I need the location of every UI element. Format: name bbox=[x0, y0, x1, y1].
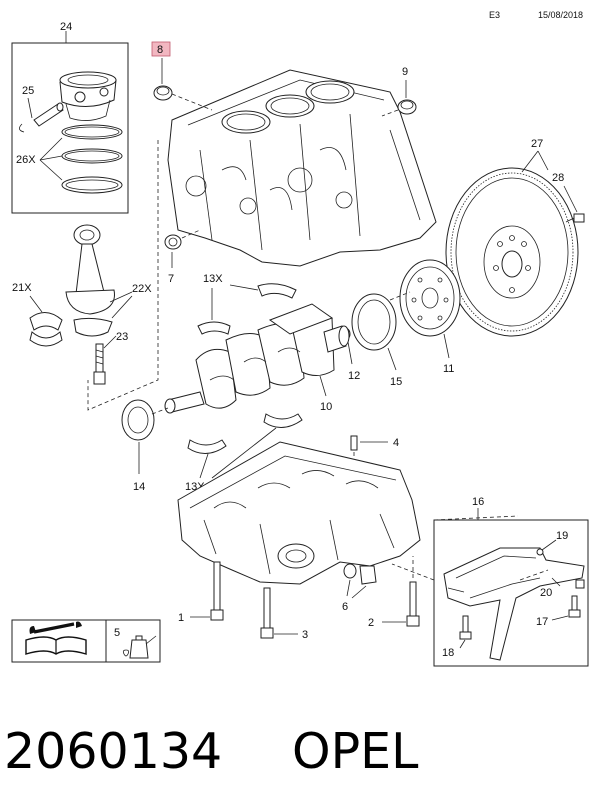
callout-3: 3 bbox=[302, 629, 308, 641]
callout-14: 14 bbox=[133, 481, 145, 493]
piston-pin[interactable] bbox=[33, 102, 64, 127]
shield-bolt-17[interactable] bbox=[568, 595, 581, 618]
flywheel-bolt[interactable] bbox=[565, 213, 585, 223]
legend-lubricant-box bbox=[105, 619, 161, 663]
core-plug-9[interactable] bbox=[397, 99, 417, 115]
callout-26x: 26X bbox=[16, 154, 36, 166]
bedplate[interactable] bbox=[177, 441, 421, 585]
wrench-book-icon bbox=[25, 621, 87, 655]
callout-12: 12 bbox=[348, 370, 360, 382]
callout-22x: 22X bbox=[132, 283, 152, 295]
callout-13x-top: 13X bbox=[203, 273, 223, 285]
shield-nut-19[interactable] bbox=[536, 548, 544, 556]
crankshaft[interactable] bbox=[164, 303, 350, 414]
callout-7: 7 bbox=[168, 273, 174, 285]
brand-name: OPEL bbox=[292, 723, 419, 780]
callout-8-highlight bbox=[151, 41, 171, 57]
con-rod-bolt[interactable] bbox=[93, 343, 106, 385]
flex-plate[interactable] bbox=[399, 259, 461, 337]
callout-17: 17 bbox=[536, 616, 548, 628]
oil-can-icon bbox=[122, 635, 157, 659]
callout-4: 4 bbox=[393, 437, 399, 449]
legend bbox=[11, 619, 161, 663]
part-number: 2060134 bbox=[4, 723, 222, 780]
callout-27: 27 bbox=[531, 138, 543, 150]
core-plug-8[interactable] bbox=[153, 85, 173, 101]
callout-15: 15 bbox=[390, 376, 402, 388]
callout-16: 16 bbox=[472, 496, 484, 508]
dowel-pin[interactable] bbox=[350, 435, 358, 451]
shield-inset-frame bbox=[433, 519, 589, 667]
callout-20: 20 bbox=[540, 587, 552, 599]
piston-inset bbox=[11, 31, 129, 214]
connecting-rod[interactable] bbox=[65, 224, 115, 337]
callout-10: 10 bbox=[320, 401, 332, 413]
callout-6: 6 bbox=[342, 601, 348, 613]
callout-2: 2 bbox=[368, 617, 374, 629]
splash-shield-inset bbox=[391, 508, 589, 667]
callout-1: 1 bbox=[178, 612, 184, 624]
callout-23: 23 bbox=[116, 331, 128, 343]
cylinder-block[interactable] bbox=[167, 69, 437, 267]
callout-11: 11 bbox=[443, 363, 454, 375]
bedplate-bolt-1[interactable] bbox=[210, 561, 224, 621]
oil-seal-7[interactable] bbox=[164, 234, 182, 250]
flywheel[interactable] bbox=[445, 167, 579, 337]
sheet-code: E3 bbox=[489, 10, 500, 20]
callout-18: 18 bbox=[442, 647, 454, 659]
callout-21x: 21X bbox=[12, 282, 32, 294]
splash-shield[interactable] bbox=[443, 547, 585, 661]
shield-bolt-18[interactable] bbox=[459, 615, 472, 640]
bedplate-bolt-3[interactable] bbox=[260, 587, 274, 639]
callout-5: 5 bbox=[114, 627, 120, 639]
shield-clip-20[interactable] bbox=[575, 579, 585, 589]
callout-24: 24 bbox=[60, 21, 72, 33]
callout-8: 8 bbox=[157, 44, 163, 56]
bedplate-bolt-2[interactable] bbox=[406, 581, 420, 627]
rear-main-seal[interactable] bbox=[351, 293, 397, 351]
con-rod-bearing-shells[interactable] bbox=[29, 312, 63, 347]
front-crank-seal[interactable] bbox=[121, 399, 155, 441]
main-bearing-shells-upper[interactable] bbox=[197, 283, 297, 335]
piston-inset-frame bbox=[11, 42, 129, 214]
main-bearing-shells-lower[interactable] bbox=[187, 413, 303, 454]
callout-19: 19 bbox=[556, 530, 568, 542]
pin-circlip[interactable] bbox=[19, 123, 25, 133]
piston-rings[interactable] bbox=[61, 124, 123, 194]
piston[interactable] bbox=[59, 71, 117, 121]
callout-25: 25 bbox=[22, 85, 34, 97]
drain-plug[interactable] bbox=[343, 563, 377, 585]
callout-9: 9 bbox=[402, 66, 408, 78]
callout-28: 28 bbox=[552, 172, 564, 184]
sheet-date: 15/08/2018 bbox=[538, 10, 583, 20]
